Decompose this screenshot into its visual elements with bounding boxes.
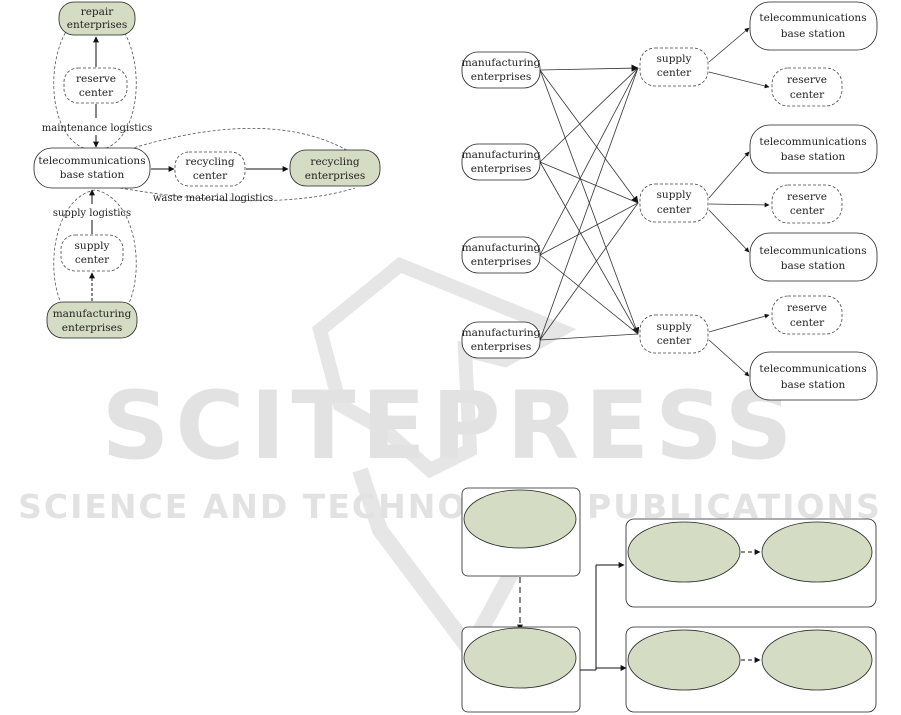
manufacturing-node-1: manufacturing enterprises: [461, 51, 541, 89]
watermark-title: SCITEPRESS: [102, 372, 799, 481]
manufacturing-2-line2: enterprises: [471, 163, 532, 175]
reserve-1-line1: reserve: [787, 74, 827, 86]
waste-loop-bottom: [119, 187, 356, 202]
manufacturing-1-line2: enterprises: [471, 71, 532, 83]
reserve-center-node-2: reserve center: [771, 184, 843, 224]
manufacturing-3-line2: enterprises: [471, 256, 532, 268]
manufacturing-node-2: manufacturing enterprises: [461, 143, 541, 181]
base-4-line1: telecommunications: [759, 363, 866, 375]
supply-1-line1: supply: [657, 53, 692, 65]
supply-3-line1: supply: [657, 321, 692, 333]
base-4-line2: base station: [781, 379, 846, 391]
base-1-line1: telecommunications: [759, 12, 866, 24]
recycling-center-line2: center: [193, 170, 228, 182]
supply-center-node: supply center: [60, 234, 124, 272]
reserve-3-line1: reserve: [787, 302, 827, 314]
reserve-2-line1: reserve: [787, 191, 827, 203]
recycling-enterprises-line2: enterprises: [305, 170, 366, 182]
right-network-diagram: manufacturing enterprises manufacturing …: [461, 1, 878, 401]
watermark-logo-arc: [352, 467, 548, 665]
base-station-line2: base station: [60, 169, 125, 181]
waste-logistics-label: waste material logistics: [153, 193, 273, 204]
base-station-node-2: telecommunications base station: [749, 124, 878, 174]
supply-center-node-1: supply center: [639, 47, 709, 87]
supply-center-node-3: supply center: [639, 314, 709, 354]
ellipse-top-right-b: [761, 521, 873, 583]
supply-logistics-label: supply logistics: [53, 208, 131, 219]
base-station-node: telecommunications base station: [33, 147, 151, 189]
manufacturing-4-line1: manufacturing: [462, 327, 541, 339]
manufacturing-line2: enterprises: [62, 322, 123, 334]
maintenance-logistics-label: maintenance logistics: [42, 123, 152, 134]
supply-2-line1: supply: [657, 189, 692, 201]
manufacturing-3-line1: manufacturing: [462, 242, 541, 254]
manufacturing-node-3: manufacturing enterprises: [461, 236, 541, 274]
reserve-1-line2: center: [790, 89, 825, 101]
recycling-center-line1: recycling: [185, 156, 234, 168]
left-diagram: repair enterprises reserve center mainte…: [33, 1, 381, 339]
base-2-line1: telecommunications: [759, 136, 866, 148]
supply-center-line1: supply: [75, 240, 110, 252]
base-station-node-1: telecommunications base station: [749, 1, 878, 51]
watermark: SCITEPRESS SCIENCE AND TECHNOLOGY PUBLIC…: [18, 256, 880, 665]
reserve-2-line2: center: [790, 205, 825, 217]
manufacturing-line1: manufacturing: [53, 308, 132, 320]
base-3-line1: telecommunications: [759, 245, 866, 257]
repair-enterprises-node: repair enterprises: [58, 1, 136, 36]
supply-center-node-2: supply center: [639, 183, 709, 223]
repair-line1: repair: [81, 6, 115, 18]
manufacturing-enterprises-node: manufacturing enterprises: [46, 301, 138, 339]
base-1-line2: base station: [781, 28, 846, 40]
reserve-center-node-1: reserve center: [771, 67, 843, 107]
base-station-line1: telecommunications: [38, 155, 145, 167]
base-station-node-4: telecommunications base station: [749, 351, 878, 401]
ellipse-bottom-left: [463, 627, 577, 689]
recycling-enterprises-node: recycling enterprises: [289, 149, 381, 187]
outgoing-arrows: [708, 27, 770, 377]
supply-center-line2: center: [75, 254, 110, 266]
supply-2-line2: center: [657, 204, 692, 216]
reserve-center-node-3: reserve center: [771, 295, 843, 335]
supply-3-line2: center: [657, 335, 692, 347]
waste-loop-top: [119, 127, 356, 156]
ellipse-top-left: [463, 489, 577, 549]
base-3-line2: base station: [781, 260, 846, 272]
recycling-center-node: recycling center: [174, 151, 246, 187]
ellipse-bottom-right-b: [761, 629, 873, 691]
base-station-node-3: telecommunications base station: [749, 232, 878, 282]
watermark-logo-shape: [312, 256, 577, 479]
repair-line2: enterprises: [67, 19, 128, 31]
supply-1-line2: center: [657, 67, 692, 79]
manufacturing-4-line2: enterprises: [471, 341, 532, 353]
manufacturing-node-4: manufacturing enterprises: [461, 321, 541, 359]
recycling-enterprises-line1: recycling: [310, 156, 359, 168]
manufacturing-2-line1: manufacturing: [462, 149, 541, 161]
ellipse-bottom-right-a: [627, 629, 741, 691]
manufacturing-1-line1: manufacturing: [462, 57, 541, 69]
base-2-line2: base station: [781, 151, 846, 163]
reserve-line2: center: [79, 87, 114, 99]
block-diagram: [461, 487, 877, 713]
ellipse-top-right-a: [627, 521, 741, 583]
reserve-center-node: reserve center: [63, 67, 128, 104]
reserve-line1: reserve: [76, 73, 116, 85]
connection-lines: [539, 64, 640, 341]
reserve-3-line2: center: [790, 317, 825, 329]
